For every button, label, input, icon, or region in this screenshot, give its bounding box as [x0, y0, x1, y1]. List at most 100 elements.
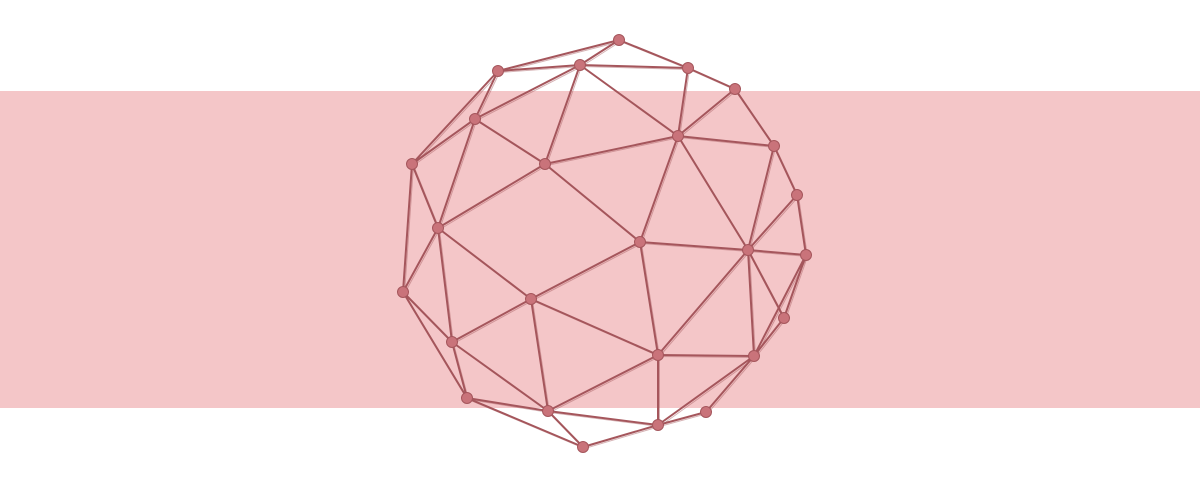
sphere-edge — [705, 355, 755, 413]
sphere-edge-shadow — [499, 41, 621, 73]
sphere-edge — [747, 249, 807, 256]
sphere-edge — [582, 424, 659, 448]
sphere-edge-shadow — [641, 243, 660, 357]
sphere-edge — [747, 249, 785, 319]
sphere-edge-shadow — [785, 256, 808, 320]
sphere-edge — [753, 254, 807, 357]
sphere-edge-shadow — [679, 137, 776, 148]
sphere-edge — [437, 227, 532, 300]
sphere-edge — [687, 67, 736, 90]
sphere-node — [672, 130, 684, 142]
sphere-edge-shadow — [532, 300, 550, 413]
sphere-edge-shadow — [476, 66, 582, 121]
sphere-node — [492, 65, 504, 77]
sphere-node — [461, 392, 473, 404]
sphere-edge-shadow — [532, 300, 660, 357]
sphere-edge-shadow — [546, 137, 680, 166]
sphere-edge-shadow — [468, 399, 550, 413]
sphere-node — [539, 158, 551, 170]
sphere-edge — [437, 118, 476, 229]
sphere-edge — [579, 64, 679, 137]
sphere-edge — [544, 64, 581, 165]
sphere-edge — [474, 70, 499, 120]
sphere-edge — [466, 397, 584, 448]
sphere-edge — [402, 291, 468, 399]
sphere-edge — [547, 354, 659, 412]
sphere-edge — [753, 317, 785, 357]
sphere-edge-shadow — [404, 293, 454, 344]
sphere-edge-shadow — [453, 343, 469, 400]
sphere-node — [742, 244, 754, 256]
sphere-edge-shadow — [659, 251, 750, 357]
sphere-edge-shadow — [581, 41, 621, 67]
sphere-edges — [402, 39, 808, 449]
sphere-edge — [497, 39, 620, 72]
sphere-edge — [734, 88, 775, 147]
sphere-edge — [618, 39, 689, 69]
sphere-node — [432, 222, 444, 234]
sphere-edge-shadow — [659, 413, 708, 427]
sphere-edge — [411, 118, 476, 165]
sphere-edge-shadow — [413, 72, 500, 166]
sphere-node — [800, 249, 812, 261]
sphere-edge — [451, 341, 549, 412]
sphere-edge — [677, 135, 775, 147]
sphere-edge-shadow — [546, 165, 642, 244]
sphere-edge-shadow — [549, 412, 660, 427]
sphere-edge — [547, 410, 659, 426]
sphere-edge-shadow — [532, 243, 642, 301]
sphere-edge-shadow — [404, 165, 414, 294]
sphere-node — [574, 59, 586, 71]
sphere-edge-shadow — [413, 120, 477, 166]
sphere-edge — [437, 227, 453, 343]
sphere-edge — [530, 298, 659, 356]
sphere-edge — [402, 163, 413, 293]
sphere-node — [682, 62, 694, 74]
sphere-edge — [530, 241, 641, 300]
sphere-edge — [411, 163, 439, 229]
sphere-edge — [639, 241, 659, 356]
sphere-edge — [474, 64, 581, 120]
sphere-edge-shadow — [679, 69, 690, 138]
sphere-node — [469, 113, 481, 125]
sphere-edge — [747, 249, 755, 357]
sphere-edge — [657, 249, 749, 356]
sphere-edge-shadow — [549, 412, 585, 449]
sphere-edge-shadow — [659, 357, 756, 427]
sphere-edge-shadow — [439, 120, 477, 230]
sphere-edge — [657, 354, 755, 357]
sphere-node — [729, 83, 741, 95]
sphere-edge — [677, 88, 736, 137]
sphere-node — [748, 350, 760, 362]
sphere-edge — [402, 227, 439, 293]
sphere-edge-shadow — [749, 251, 756, 358]
sphere-node — [652, 349, 664, 361]
sphere-node — [577, 441, 589, 453]
sphere-edge — [497, 64, 581, 72]
sphere-edge — [402, 291, 453, 343]
sphere-edge-shadow — [499, 66, 582, 73]
sphere-edge-shadow — [453, 343, 550, 413]
sphere-edge — [451, 298, 532, 343]
sphere-edge-shadow — [755, 319, 786, 358]
sphere-edge-shadow — [755, 256, 808, 358]
sphere-edge — [466, 397, 549, 412]
sphere-edge-shadow — [439, 229, 454, 344]
sphere-edge-shadow — [476, 120, 547, 166]
sphere-edge-shadow — [439, 229, 533, 301]
sphere-edge-shadow — [689, 69, 737, 91]
sphere-node — [634, 236, 646, 248]
sphere-edge-shadow — [749, 147, 776, 252]
sphere-nodes — [397, 34, 812, 453]
sphere-node — [542, 405, 554, 417]
sphere-edge-shadow — [798, 196, 808, 257]
background-band — [0, 91, 1200, 408]
sphere-edge — [544, 163, 641, 243]
sphere-edge — [747, 145, 775, 251]
sphere-node — [525, 293, 537, 305]
sphere-edge — [411, 70, 499, 165]
sphere-edge-shadow — [749, 196, 799, 252]
sphere-edge-shadow — [439, 165, 547, 230]
